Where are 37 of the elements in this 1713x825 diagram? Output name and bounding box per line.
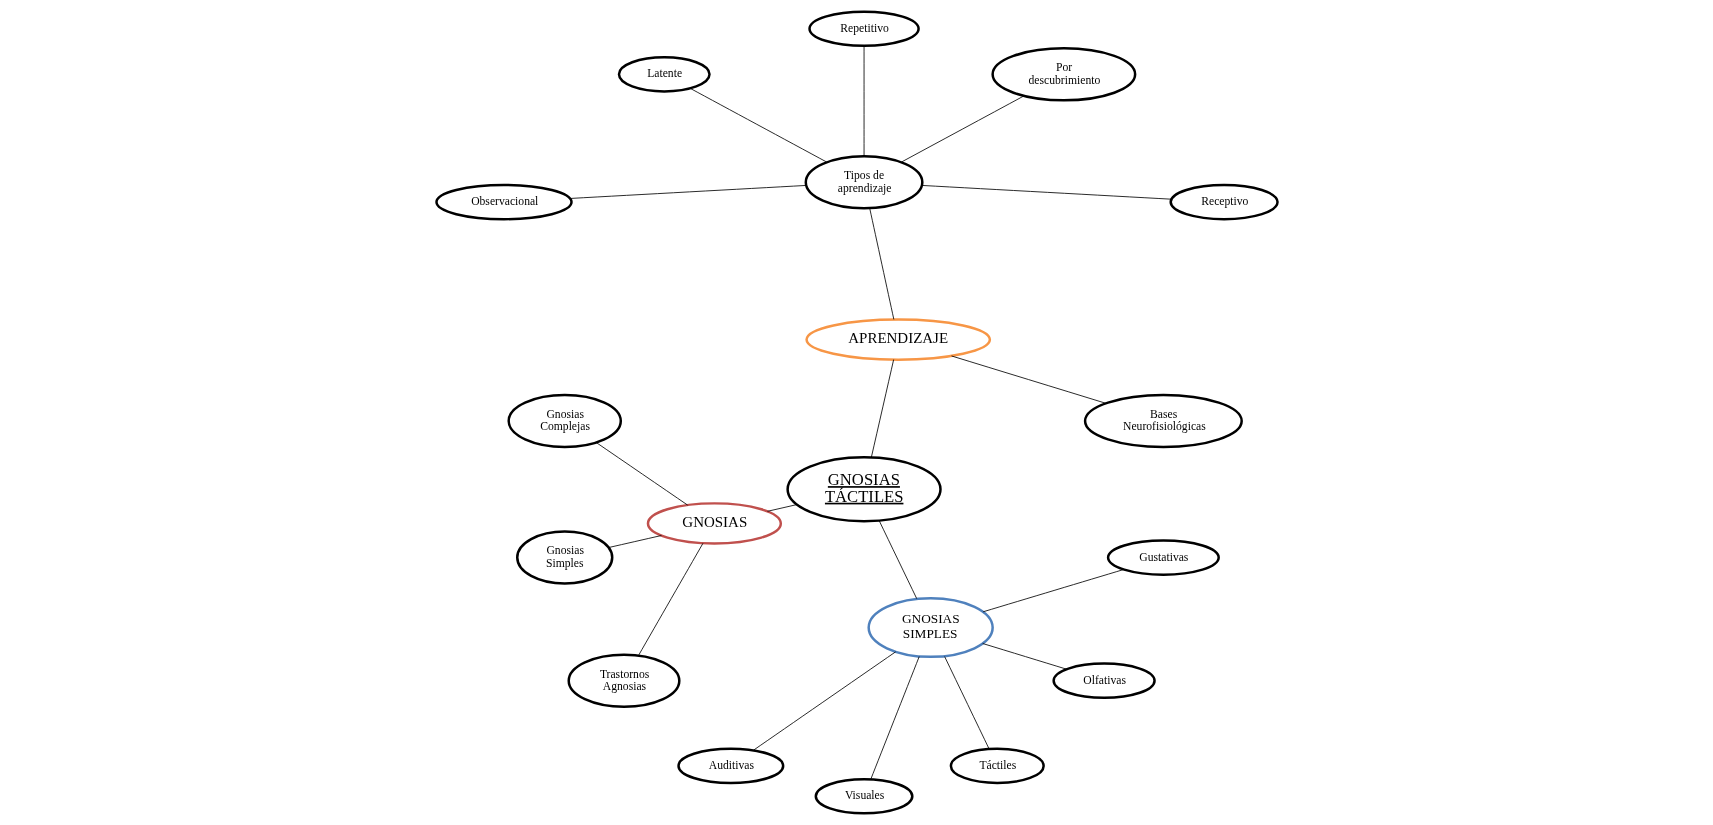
node-ellipse: Por descubrimiento <box>990 47 1136 102</box>
node-ellipse: Gnosias Simples <box>515 530 613 585</box>
node-ellipse: Latente <box>617 56 711 93</box>
node-ellipse: Receptivo <box>1168 183 1279 221</box>
node-ellipse: Olfativas <box>1051 662 1156 699</box>
node-ellipse: Gnosias Complejas <box>506 393 622 449</box>
connector <box>900 95 1024 163</box>
connector <box>878 520 917 600</box>
node-ellipse: Tipos de aprendizaje <box>804 155 924 210</box>
node-ellipse: GNOSIAS TÁCTILES <box>785 456 942 523</box>
connector <box>921 185 1172 200</box>
node-ellipse: Observacional <box>434 183 573 221</box>
connector <box>752 651 896 751</box>
connector <box>868 207 894 320</box>
connector <box>981 643 1067 670</box>
connector <box>870 359 894 458</box>
connector <box>869 656 920 780</box>
connector <box>982 569 1124 613</box>
node-ellipse: Trastornos Agnosias <box>567 653 681 708</box>
node-ellipse: Auditivas <box>676 747 784 785</box>
node-ellipse: Repetitivo <box>807 10 920 48</box>
connector <box>595 442 688 506</box>
connector <box>863 45 864 157</box>
connector <box>943 656 989 750</box>
connector <box>689 88 827 163</box>
connector <box>766 504 797 512</box>
node-ellipse: GNOSIAS <box>646 502 782 545</box>
node-ellipse: Táctiles <box>949 747 1045 785</box>
connector <box>637 542 703 656</box>
connector <box>607 535 662 548</box>
node-ellipse: APRENDIZAJE <box>804 318 991 361</box>
node-ellipse: Gustativas <box>1106 539 1220 576</box>
connector <box>569 185 807 199</box>
node-ellipse: Bases Neurofisiológicas <box>1083 393 1243 449</box>
node-ellipse: GNOSIAS SIMPLES <box>866 597 994 659</box>
connector <box>950 355 1106 404</box>
node-ellipse: Visuales <box>814 777 914 815</box>
